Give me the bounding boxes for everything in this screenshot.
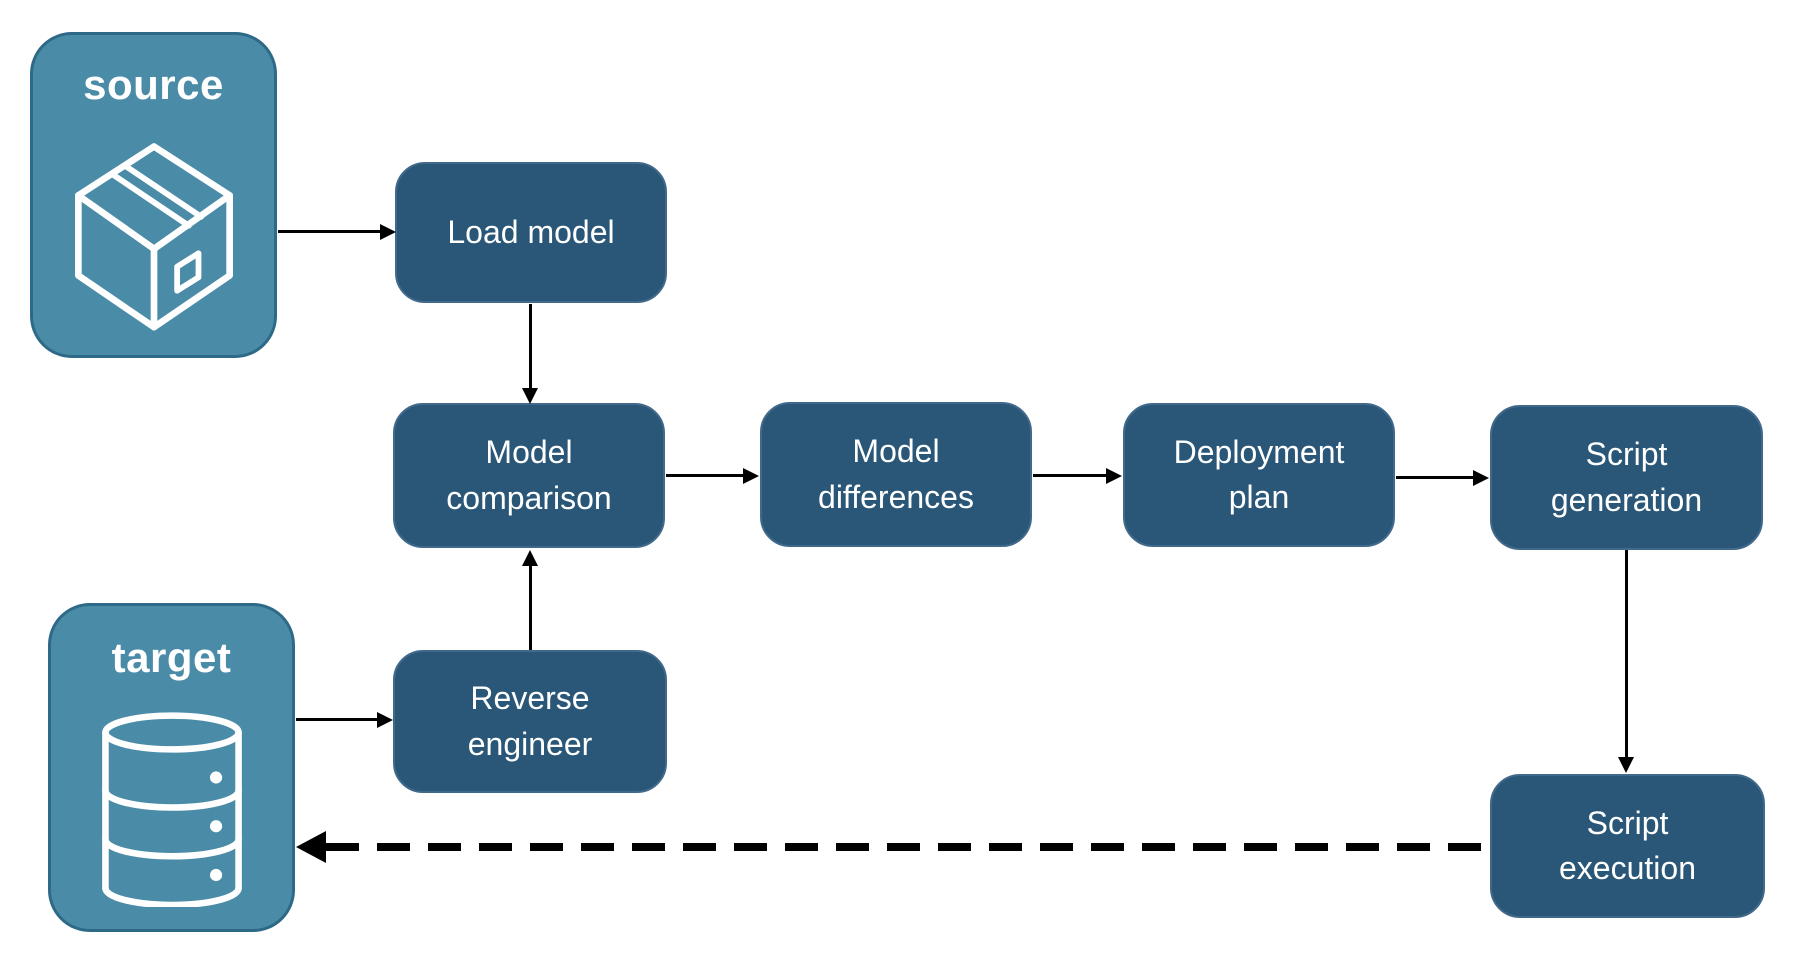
arrow-line xyxy=(529,565,532,650)
node-deployment-plan: Deployment plan xyxy=(1123,403,1395,547)
arrow-head xyxy=(522,550,538,566)
target-label: target xyxy=(111,634,232,681)
arrow-head xyxy=(377,712,393,728)
node-model-differences: Model differences xyxy=(760,402,1032,547)
node-target: target xyxy=(48,603,295,932)
node-reverse-engineer: Reverse engineer xyxy=(393,650,667,793)
node-script-generation: Script generation xyxy=(1490,405,1763,550)
node-label: Reverse engineer xyxy=(467,680,593,762)
package-icon xyxy=(74,143,233,331)
arrow-head xyxy=(296,831,326,863)
node-label: Model comparison xyxy=(446,434,612,516)
arrow-line xyxy=(1033,474,1107,477)
node-load-model: Load model xyxy=(395,162,667,303)
arrow-line xyxy=(296,718,378,721)
arrow-head xyxy=(1473,470,1489,486)
arrow-line xyxy=(666,474,744,477)
node-label: Model differences xyxy=(818,433,974,515)
node-script-execution: Script execution xyxy=(1490,774,1765,918)
arrow-head xyxy=(1618,757,1634,773)
node-model-comparison: Model comparison xyxy=(393,403,665,548)
source-label: source xyxy=(83,61,224,108)
node-source: source xyxy=(30,32,277,358)
database-icon xyxy=(101,712,242,907)
node-label: Script generation xyxy=(1550,436,1703,518)
arrow-head xyxy=(743,468,759,484)
arrow-line xyxy=(278,230,381,233)
arrow-dashed-line xyxy=(326,843,1490,851)
arrow-head xyxy=(380,224,396,240)
arrow-line xyxy=(529,304,532,389)
node-label: Load model xyxy=(447,213,615,250)
node-label: Script execution xyxy=(1559,804,1696,886)
arrow-head xyxy=(1106,468,1122,484)
arrow-head xyxy=(522,388,538,404)
node-label: Deployment plan xyxy=(1173,433,1345,515)
arrow-line xyxy=(1625,550,1628,758)
arrow-line xyxy=(1396,476,1474,479)
